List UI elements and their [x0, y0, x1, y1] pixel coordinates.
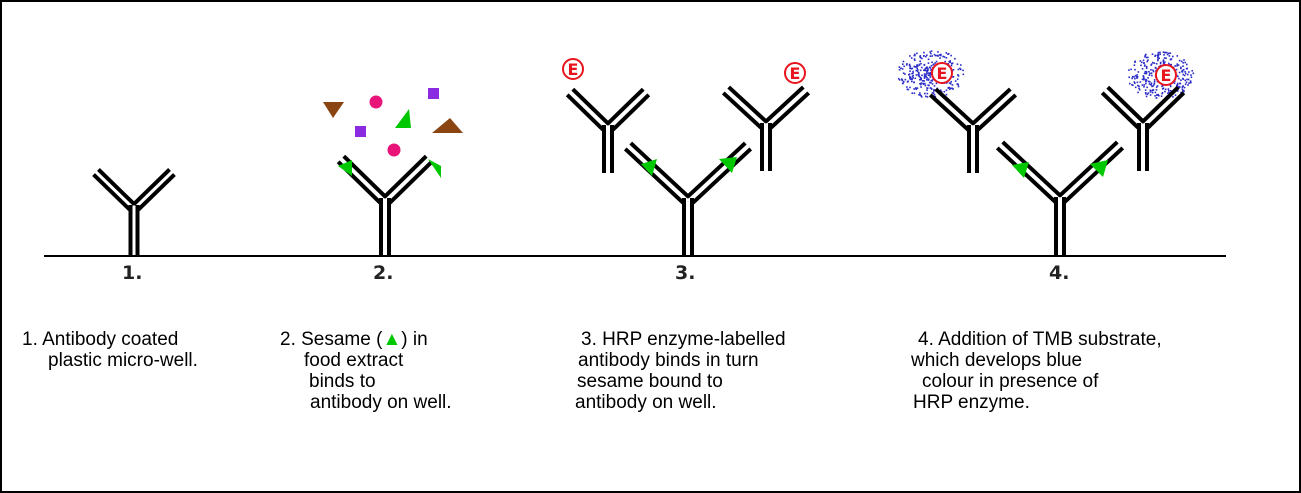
sesame-bound-left — [338, 160, 352, 176]
food-triangle-2 — [432, 118, 463, 133]
food-circle-1 — [369, 95, 383, 109]
sesame-layer — [338, 109, 1108, 178]
sesame-free — [395, 109, 411, 128]
caption-3-line-1: 3. HRP enzyme-labelled — [581, 329, 786, 350]
caption-2-line-1: 2. Sesame (▲) in — [280, 329, 452, 350]
enzyme-label: E — [790, 64, 801, 83]
antibody-step4-base — [995, 140, 1125, 255]
food-circle-2 — [387, 143, 401, 157]
antibody-step3-right — [721, 85, 811, 171]
enzyme-label: E — [568, 60, 579, 79]
antibody-step4-right — [1100, 85, 1186, 171]
caption-step-1: 1. Antibody coated plastic micro-well. — [22, 329, 198, 371]
step-label-4: 4. — [1049, 262, 1070, 284]
caption-2-suffix: ) in — [401, 329, 428, 350]
caption-3-line-3: sesame bound to — [577, 371, 723, 392]
sesame-step3-right — [719, 157, 737, 173]
food-square-2 — [355, 126, 366, 137]
food-extract-layer — [323, 88, 463, 157]
sesame-bound-right — [428, 159, 441, 178]
sesame-triangle-icon: ▲ — [382, 329, 402, 350]
caption-3-line-4: antibody on well. — [575, 392, 717, 413]
caption-4-line-3: colour in presence of — [922, 371, 1099, 392]
enzyme-label: E — [937, 64, 948, 83]
antibody-step2 — [336, 154, 434, 256]
caption-1-line-1: 1. Antibody coated — [22, 329, 179, 350]
caption-2-line-4: antibody on well. — [310, 392, 452, 413]
caption-2-line-3: binds to — [309, 371, 376, 392]
enzyme-step3-left: E — [562, 58, 584, 80]
enzyme-step4-left: E — [931, 62, 953, 84]
sesame-step3-left — [641, 159, 657, 176]
antibody-step4-left — [928, 87, 1018, 173]
caption-2-line-2: food extract — [304, 350, 404, 371]
caption-step-2: 2. Sesame (▲) in food extract binds to a… — [280, 329, 452, 413]
caption-3-line-2: antibody binds in turn — [578, 350, 759, 371]
antibody-layer — [92, 85, 1186, 256]
antibody-step3-left — [565, 87, 651, 173]
caption-1-line-2: plastic micro-well. — [48, 350, 198, 371]
caption-4-line-4: HRP enzyme. — [913, 392, 1030, 413]
food-square-1 — [428, 88, 439, 99]
step-label-1: 1. — [122, 262, 143, 284]
antibody-step3-base — [623, 141, 753, 256]
enzyme-step3-right: E — [784, 62, 806, 84]
antibody-step1 — [92, 168, 176, 255]
caption-4-line-2: which develops blue — [911, 350, 1083, 371]
enzyme-step4-right: E — [1155, 64, 1177, 86]
step-label-2: 2. — [373, 262, 394, 284]
tmb-cloud-left — [897, 50, 965, 98]
caption-2-prefix: 2. Sesame ( — [280, 329, 383, 350]
sesame-step4-right — [1090, 160, 1108, 177]
food-triangle-1 — [323, 102, 344, 118]
caption-step-4: 4. Addition of TMB substrate, which deve… — [911, 329, 1162, 413]
sesame-step4-left — [1012, 162, 1029, 178]
enzyme-label: E — [1161, 66, 1172, 85]
step-label-3: 3. — [675, 262, 696, 284]
caption-4-line-1: 4. Addition of TMB substrate, — [918, 329, 1162, 350]
caption-step-3: 3. HRP enzyme-labelled antibody binds in… — [575, 329, 786, 413]
